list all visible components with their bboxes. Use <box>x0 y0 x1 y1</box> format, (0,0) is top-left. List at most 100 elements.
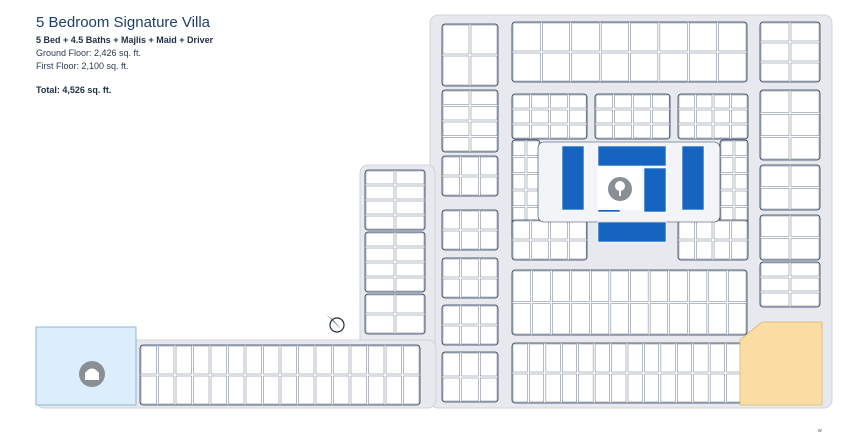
plot-lot <box>718 52 747 82</box>
plot-lot <box>678 94 695 109</box>
plot-block <box>677 219 749 261</box>
tree-trunk <box>619 189 621 196</box>
plot-lot <box>512 52 541 82</box>
plot-lot <box>512 157 526 173</box>
plot-lot <box>403 345 420 375</box>
plot-lot <box>569 94 587 109</box>
plot-block <box>441 89 499 153</box>
plot-lot <box>731 94 748 109</box>
plot-lot <box>550 109 568 124</box>
plot-lot <box>760 114 790 136</box>
plot-lot <box>600 22 629 52</box>
plot-lot <box>649 270 668 302</box>
plot-lot <box>480 176 498 196</box>
plot-lot <box>550 240 568 260</box>
plot-lot <box>571 270 590 302</box>
plot-lot <box>365 277 395 292</box>
plot-lot <box>720 174 734 190</box>
compass-needle <box>326 314 341 329</box>
plot-lot <box>569 220 587 240</box>
plot-lot <box>403 375 420 405</box>
plot-lot <box>611 343 627 373</box>
plot-lot <box>442 106 470 121</box>
plot-lot <box>562 343 577 373</box>
plot-block <box>511 21 748 83</box>
plot-lot <box>470 90 498 105</box>
plot-lot <box>709 343 725 373</box>
plot-lot <box>760 238 790 260</box>
plot-lot <box>442 121 470 136</box>
plot-lot <box>550 124 568 139</box>
plot-lot <box>552 303 570 335</box>
plot-lot <box>790 137 820 160</box>
plot-lot <box>395 262 425 277</box>
plot-lot <box>720 190 734 206</box>
map-features <box>35 166 823 406</box>
plot-lot <box>578 343 594 373</box>
plot-block <box>759 261 821 308</box>
plot-lot <box>720 140 734 156</box>
plot-lot <box>512 240 530 260</box>
plot-lot <box>696 109 713 124</box>
plot-lot <box>315 345 332 375</box>
plot-lot <box>790 62 820 82</box>
plot-lot <box>660 343 676 373</box>
plot-lot <box>569 109 587 124</box>
plot-lot <box>442 55 470 86</box>
villa-title: 5 Bedroom Signature Villa <box>36 14 210 31</box>
plot-lot <box>512 373 528 403</box>
plot-lot <box>442 24 470 55</box>
plot-lot <box>614 94 632 109</box>
plot-lot <box>760 90 790 113</box>
plot-lot <box>571 303 590 335</box>
plot-lot <box>442 176 460 196</box>
plot-lot <box>545 373 561 403</box>
plot-lot <box>365 232 395 247</box>
plot-lot <box>594 343 610 373</box>
plot-block <box>594 93 671 140</box>
plot-lot <box>461 278 479 298</box>
plot-lot <box>512 124 530 139</box>
plot-lot <box>365 247 395 262</box>
signature-villa-plot <box>561 145 585 211</box>
plot-lot <box>531 240 549 260</box>
plot-lot <box>461 156 479 176</box>
plot-lot <box>210 345 227 375</box>
plot-block <box>441 209 499 251</box>
plot-lot <box>480 305 498 325</box>
plot-block <box>364 169 426 231</box>
plot-lot <box>734 190 748 206</box>
plot-block <box>511 219 588 261</box>
plot-lot <box>395 247 425 262</box>
plot-lot <box>365 200 395 215</box>
plot-lot <box>298 345 315 375</box>
plot-lot <box>461 258 479 278</box>
plot-lot <box>480 325 498 345</box>
plot-lot <box>512 343 528 373</box>
plot-lot <box>614 109 632 124</box>
plot-lot <box>512 303 531 335</box>
plot-lot <box>385 375 402 405</box>
plot-block <box>364 293 426 335</box>
plot-lot <box>442 352 460 377</box>
plot-lot <box>228 345 245 375</box>
plot-lot <box>442 377 460 402</box>
plot-lot <box>734 174 748 190</box>
plot-lot <box>461 230 479 250</box>
plot-lot <box>734 140 748 156</box>
plot-lot <box>480 230 498 250</box>
plot-lot <box>708 270 727 302</box>
plot-lot <box>678 109 695 124</box>
footnote-mark: w <box>818 428 822 434</box>
plot-lot <box>652 124 670 139</box>
plot-lot <box>529 343 544 373</box>
signature-villa-plot <box>681 145 705 211</box>
plot-lot <box>644 343 659 373</box>
plot-lot <box>760 42 790 62</box>
plot-lot <box>728 303 747 335</box>
plot-lot <box>611 373 627 403</box>
plot-lot <box>790 238 820 260</box>
plot-lot <box>571 52 600 82</box>
plot-block <box>759 21 821 83</box>
